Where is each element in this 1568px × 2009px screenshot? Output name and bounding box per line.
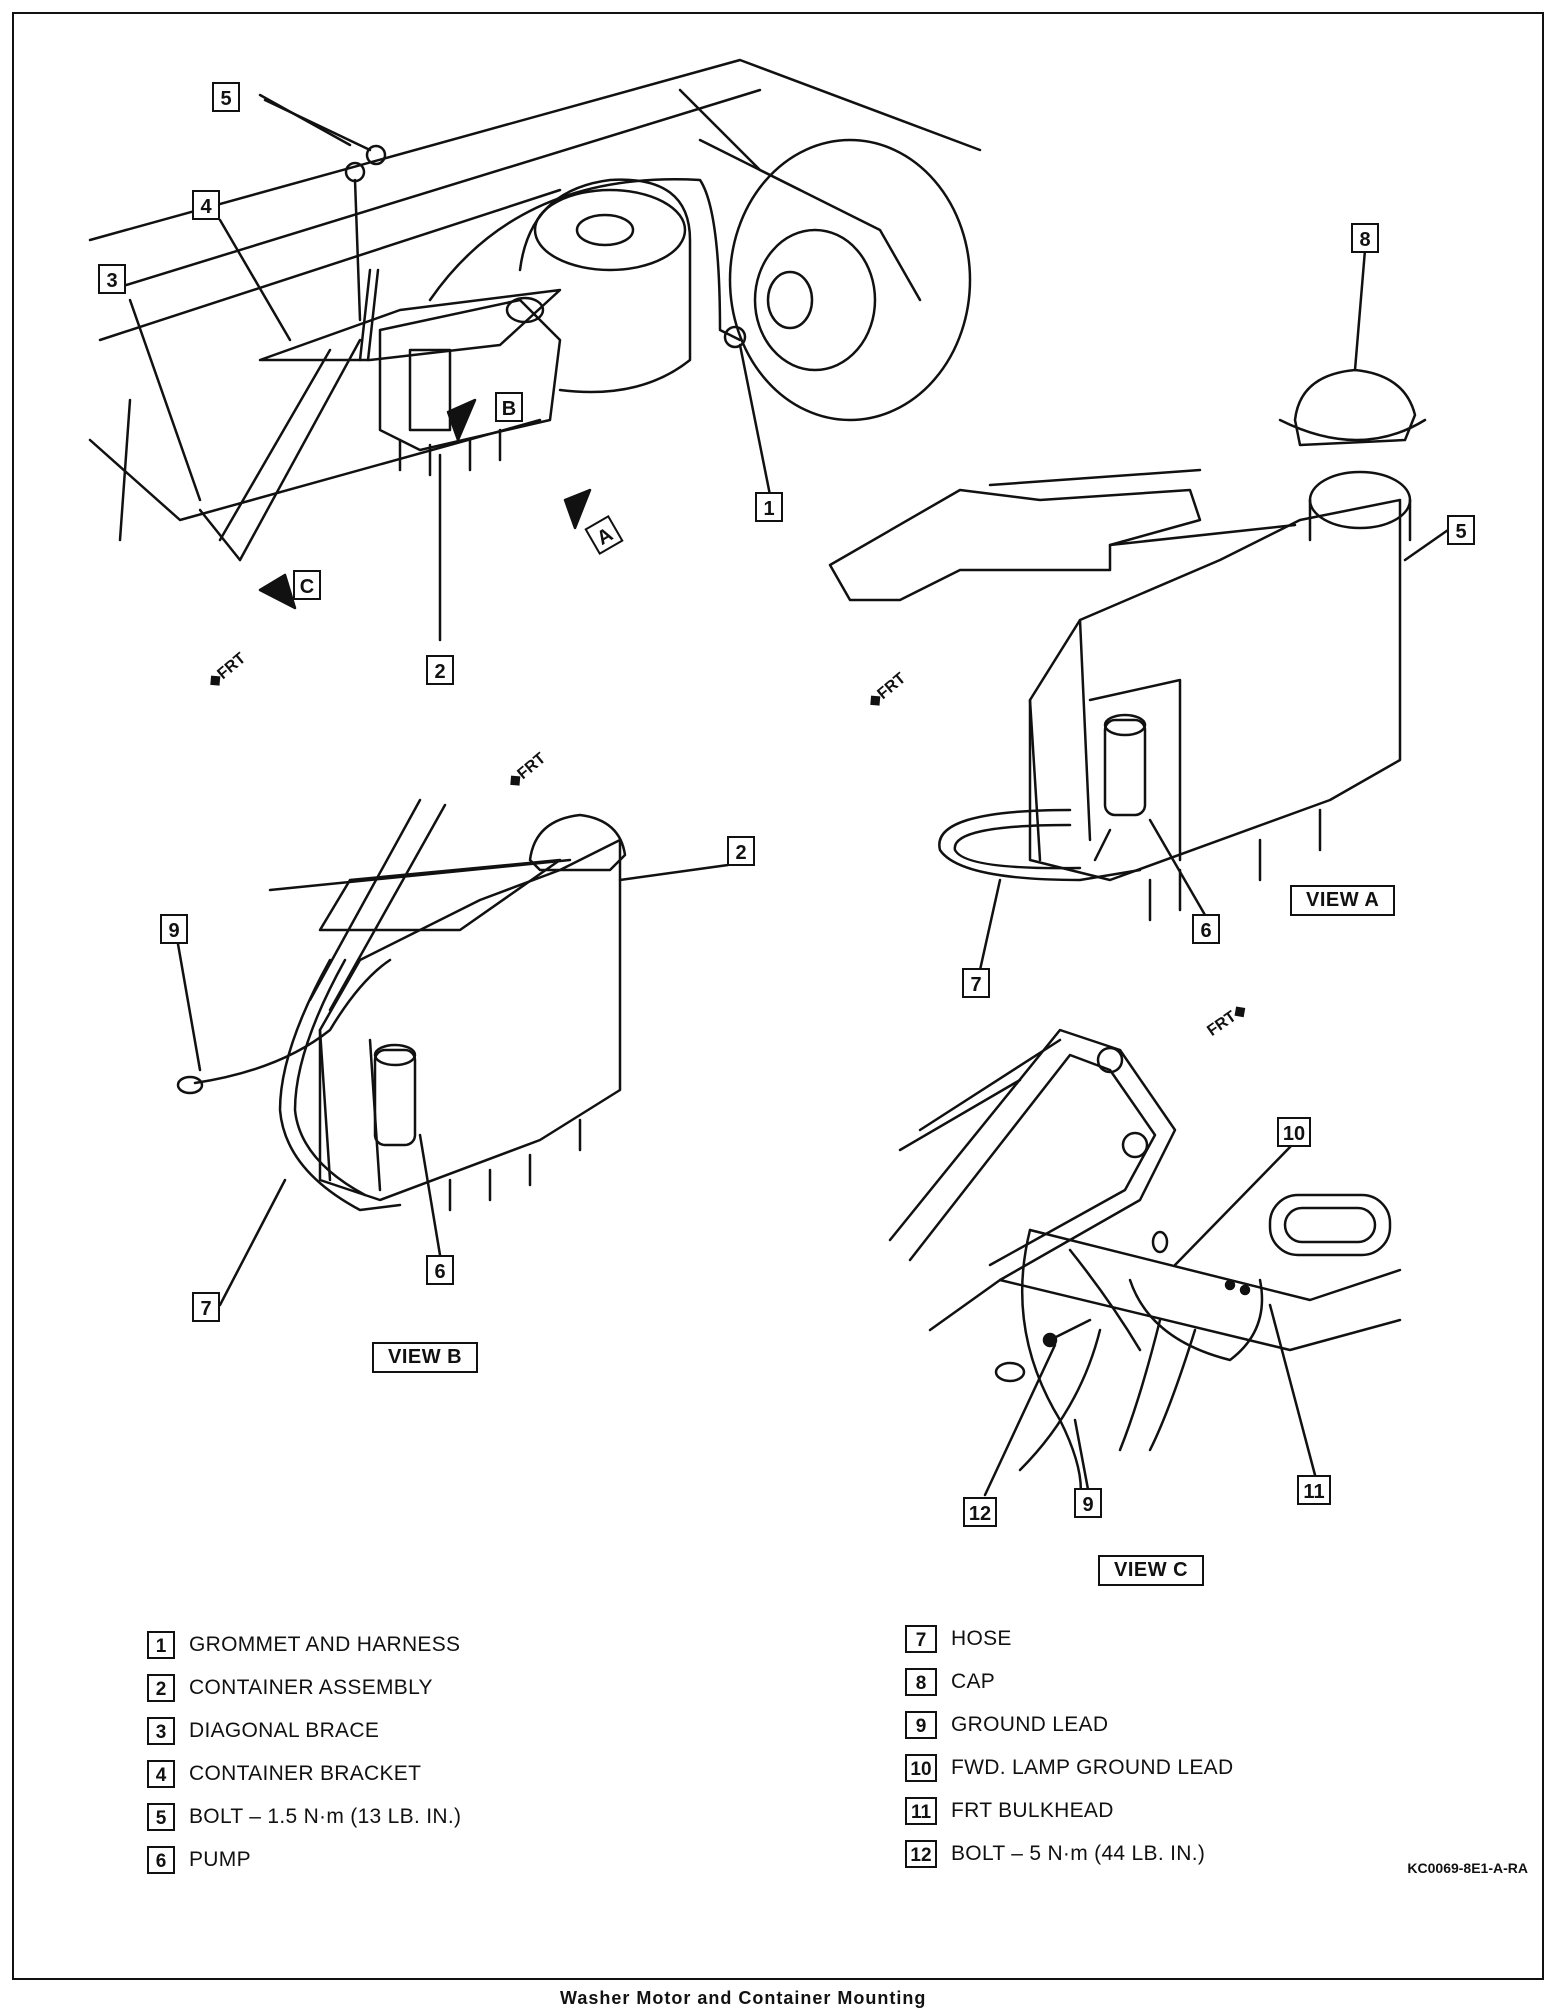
- callout-7-view-a: 7: [962, 968, 990, 998]
- legend-text: CAP: [951, 1670, 996, 1693]
- view-c-label: VIEW C: [1098, 1555, 1205, 1586]
- legend-number: 6: [147, 1846, 175, 1874]
- legend-text: BOLT – 1.5 N·m (13 LB. IN.): [189, 1805, 462, 1828]
- legend-row: 3 DIAGONAL BRACE: [147, 1714, 461, 1748]
- legend-row: 7 HOSE: [905, 1622, 1233, 1656]
- figure-code: KC0069-8E1-A-RA: [1407, 1860, 1528, 1876]
- legend-text: FWD. LAMP GROUND LEAD: [951, 1756, 1234, 1779]
- legend-number: 1: [147, 1631, 175, 1659]
- callout-6-view-b: 6: [426, 1255, 454, 1285]
- legend-number: 9: [905, 1711, 937, 1739]
- callout-9-view-b: 9: [160, 914, 188, 944]
- callout-12: 12: [963, 1497, 997, 1527]
- legend-number: 8: [905, 1668, 937, 1696]
- legend-text: CONTAINER BRACKET: [189, 1762, 422, 1785]
- figure-frame: [12, 12, 1544, 1980]
- legend-text: DIAGONAL BRACE: [189, 1719, 380, 1742]
- legend-number: 2: [147, 1674, 175, 1702]
- callout-3: 3: [98, 264, 126, 294]
- legend-text: CONTAINER ASSEMBLY: [189, 1676, 433, 1699]
- callout-1: 1: [755, 492, 783, 522]
- callout-5-view-a: 5: [1447, 515, 1475, 545]
- legend-number: 3: [147, 1717, 175, 1745]
- figure-caption: Washer Motor and Container Mounting: [560, 1988, 927, 2008]
- legend-row: 6 PUMP: [147, 1843, 461, 1877]
- legend-row: 1 GROMMET AND HARNESS: [147, 1628, 461, 1662]
- view-b-label: VIEW B: [372, 1342, 479, 1373]
- view-b-drawing: [176, 798, 730, 1307]
- callout-8: 8: [1351, 223, 1379, 253]
- callout-9-view-c: 9: [1074, 1488, 1102, 1518]
- view-a-drawing: [828, 248, 1450, 972]
- legend-left: 1 GROMMET AND HARNESS 2 CONTAINER ASSEMBLY…: [147, 1628, 461, 1886]
- legend-row: 5 BOLT – 1.5 N·m (13 LB. IN.): [147, 1800, 461, 1834]
- legend-number: 7: [905, 1625, 937, 1653]
- legend-number: 11: [905, 1797, 937, 1825]
- legend-number: 12: [905, 1840, 937, 1868]
- legend-text: BOLT – 5 N·m (44 LB. IN.): [951, 1842, 1206, 1865]
- legend-row: 2 CONTAINER ASSEMBLY: [147, 1671, 461, 1705]
- legend-text: GROUND LEAD: [951, 1713, 1109, 1736]
- callout-6-view-a: 6: [1192, 914, 1220, 944]
- legend-number: 5: [147, 1803, 175, 1831]
- legend-row: 4 CONTAINER BRACKET: [147, 1757, 461, 1791]
- main-view-drawing: [88, 58, 982, 642]
- callout-7-view-b: 7: [192, 1292, 220, 1322]
- legend-text: PUMP: [189, 1848, 251, 1871]
- legend-row: 10 FWD. LAMP GROUND LEAD: [905, 1751, 1233, 1785]
- legend-row: 12 BOLT – 5 N·m (44 LB. IN.): [905, 1837, 1233, 1871]
- view-arrow-c: C: [293, 570, 321, 600]
- legend-text: HOSE: [951, 1627, 1012, 1650]
- legend-row: 11 FRT BULKHEAD: [905, 1794, 1233, 1828]
- view-c-drawing: [888, 1028, 1402, 1502]
- callout-5-main: 5: [212, 82, 240, 112]
- view-arrow-b: B: [495, 392, 523, 422]
- callout-11: 11: [1297, 1475, 1331, 1505]
- callout-2-view-b: 2: [727, 836, 755, 866]
- legend-row: 9 GROUND LEAD: [905, 1708, 1233, 1742]
- callout-4: 4: [192, 190, 220, 220]
- callout-10: 10: [1277, 1117, 1311, 1147]
- view-a-label: VIEW A: [1290, 885, 1396, 916]
- legend-row: 8 CAP: [905, 1665, 1233, 1699]
- legend-number: 4: [147, 1760, 175, 1788]
- callout-2-main: 2: [426, 655, 454, 685]
- legend-text: FRT BULKHEAD: [951, 1799, 1114, 1822]
- legend-right: 7 HOSE 8 CAP 9 GROUND LEAD 10 FWD. LAMP GROU…: [905, 1622, 1233, 1880]
- legend-text: GROMMET AND HARNESS: [189, 1633, 461, 1656]
- legend-number: 10: [905, 1754, 937, 1782]
